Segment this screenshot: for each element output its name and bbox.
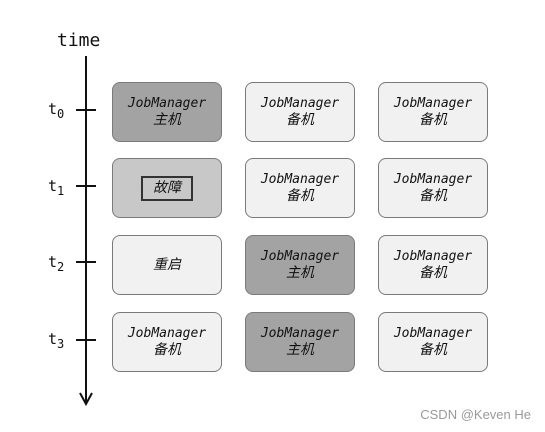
node-role: 备机: [419, 188, 447, 204]
node-role: 备机: [286, 112, 314, 128]
axis-title: time: [57, 30, 101, 51]
node-role: 主机: [286, 265, 314, 281]
node-name: JobManager: [260, 249, 340, 264]
jobmanager-node: JobManager 备机: [245, 158, 355, 218]
jobmanager-node: JobManager 主机: [112, 82, 222, 142]
node-role: 备机: [419, 112, 447, 128]
node-role: 备机: [286, 188, 314, 204]
node-role: 主机: [286, 342, 314, 358]
watermark: CSDN @Keven He: [420, 407, 531, 422]
tick-label-t0: t0: [48, 100, 65, 121]
jobmanager-node: JobManager 备机: [112, 312, 222, 372]
node-name: JobManager: [393, 96, 473, 111]
node-name: JobManager: [393, 249, 473, 264]
tick-label-t3: t3: [48, 330, 65, 351]
jobmanager-node: JobManager 备机: [245, 82, 355, 142]
node-name: JobManager: [127, 96, 207, 111]
node-role: 备机: [419, 342, 447, 358]
jobmanager-node: JobManager 备机: [378, 82, 488, 142]
node-name: JobManager: [260, 172, 340, 187]
failure-label: 故障: [141, 175, 193, 201]
node-name: JobManager: [393, 326, 473, 341]
jobmanager-node: JobManager 备机: [378, 235, 488, 295]
node-role: 备机: [153, 342, 181, 358]
node-role: 主机: [153, 112, 181, 128]
tick-label-t1: t1: [48, 177, 65, 198]
jobmanager-node: JobManager 主机: [245, 235, 355, 295]
node-name: JobManager: [393, 172, 473, 187]
restarting-node: 重启: [112, 235, 222, 295]
node-name: JobManager: [127, 326, 207, 341]
node-name: JobManager: [260, 96, 340, 111]
failed-node: 故障: [112, 158, 222, 218]
jobmanager-node: JobManager 备机: [378, 158, 488, 218]
node-role: 备机: [419, 265, 447, 281]
time-axis-arrowhead: [79, 392, 93, 407]
jobmanager-node: JobManager 主机: [245, 312, 355, 372]
restart-label: 重启: [153, 256, 181, 273]
tick-label-t2: t2: [48, 253, 65, 274]
jobmanager-node: JobManager 备机: [378, 312, 488, 372]
node-name: JobManager: [260, 326, 340, 341]
